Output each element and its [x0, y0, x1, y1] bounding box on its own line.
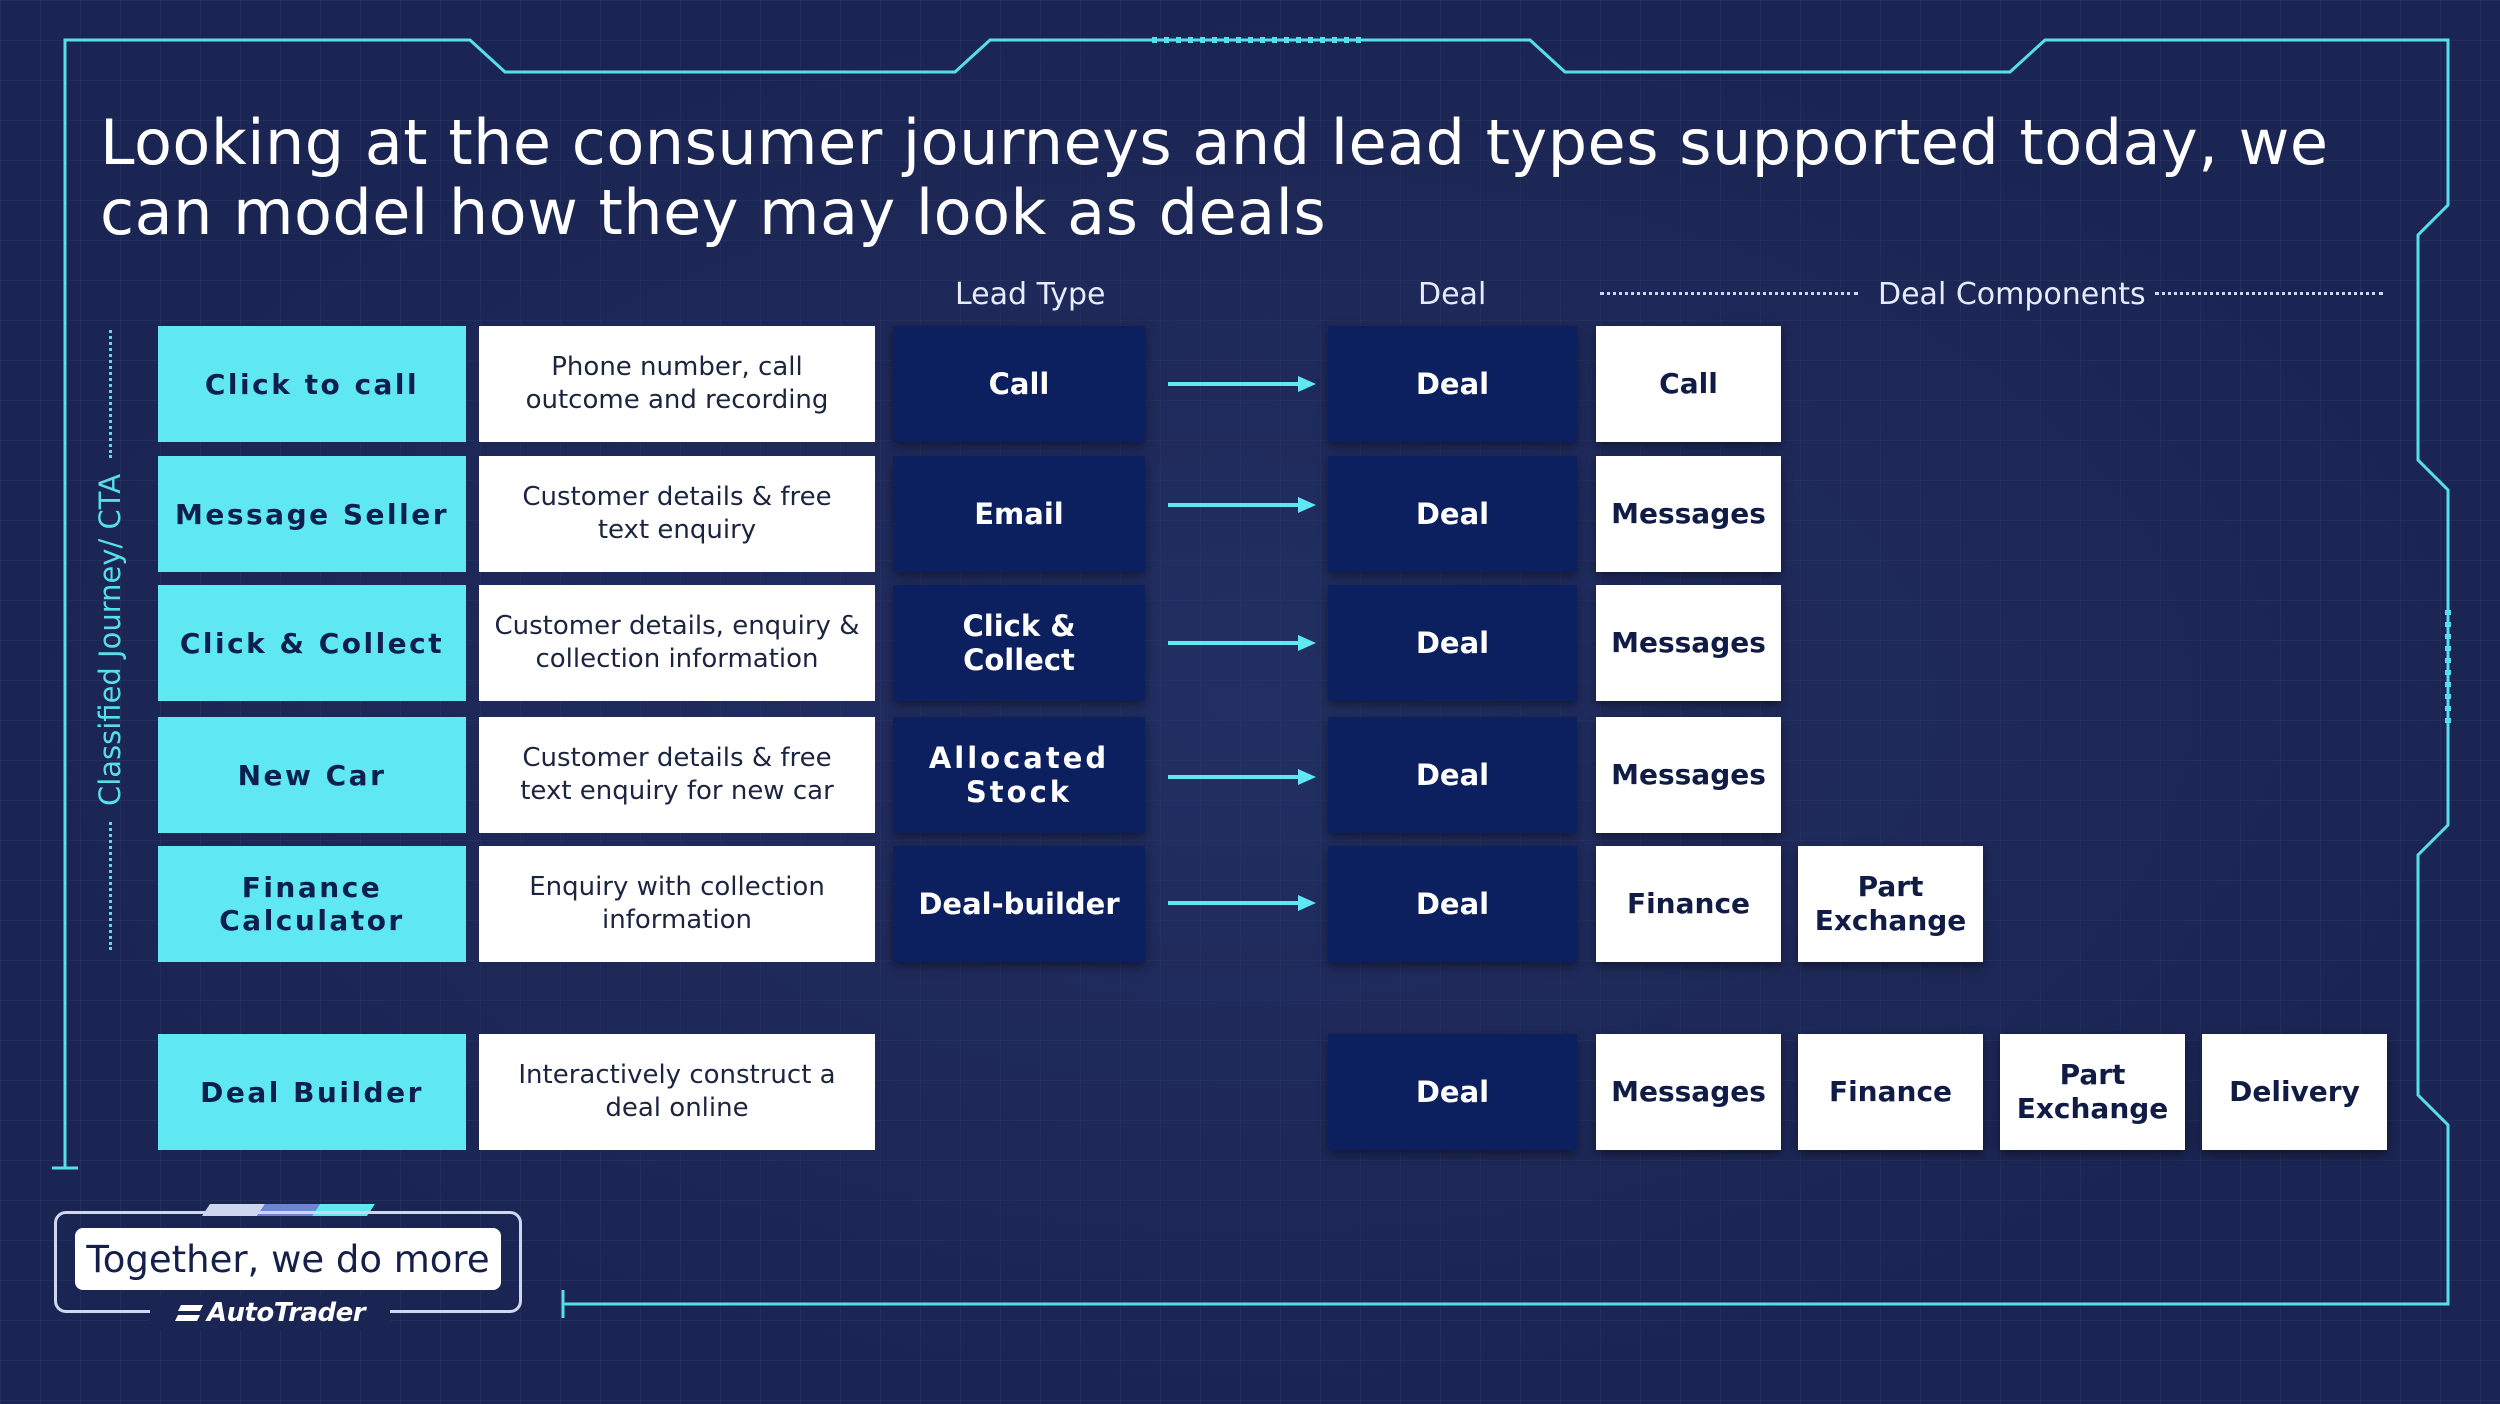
- deal-header: Deal: [1418, 277, 1487, 312]
- cta-new-car: New Car: [158, 717, 466, 833]
- classified-journey-label: Classified Journey/ CTA: [88, 329, 132, 950]
- label-dots: [108, 329, 112, 458]
- arrow-right-icon: [1168, 376, 1316, 392]
- autotrader-mark-icon: [174, 1305, 203, 1321]
- cta-finance-calculator: Finance Calculator: [158, 846, 466, 962]
- header-divider-left: [1600, 292, 1858, 295]
- arrow-right-icon: [1168, 895, 1316, 911]
- component-messages: Messages: [1596, 717, 1781, 833]
- description-deal-builder: Interactively construct a deal online: [479, 1034, 875, 1150]
- deal-components-header: Deal Components: [1878, 277, 2146, 312]
- brand-name: AutoTrader: [206, 1298, 366, 1328]
- component-part-exchange: Part Exchange: [1798, 846, 1983, 962]
- arrow-right-icon: [1168, 769, 1316, 785]
- description-click-and-collect: Customer details, enquiry & collection i…: [479, 585, 875, 701]
- tagline-text: Together, we do more: [75, 1228, 501, 1290]
- component-finance: Finance: [1596, 846, 1781, 962]
- component-call: Call: [1596, 326, 1781, 442]
- lead-type-call: Call: [893, 326, 1145, 442]
- arrow-right-icon: [1168, 635, 1316, 651]
- classified-journey-text: Classified Journey/ CTA: [93, 473, 127, 807]
- description-finance-calculator: Enquiry with collection information: [479, 846, 875, 962]
- arrow-right-icon: [1168, 497, 1316, 513]
- label-dots: [108, 822, 112, 950]
- cta-click-to-call: Click to call: [158, 326, 466, 442]
- description-click-to-call: Phone number, call outcome and recording: [479, 326, 875, 442]
- description-new-car: Customer details & free text enquiry for…: [479, 717, 875, 833]
- deal-box: Deal: [1328, 456, 1577, 572]
- lead-type-email: Email: [893, 456, 1145, 572]
- component-delivery: Delivery: [2202, 1034, 2387, 1150]
- description-message-seller: Customer details & free text enquiry: [479, 456, 875, 572]
- deal-box: Deal: [1328, 585, 1577, 701]
- component-messages: Messages: [1596, 1034, 1781, 1150]
- component-finance: Finance: [1798, 1034, 1983, 1150]
- lead-type-deal-builder: Deal-builder: [893, 846, 1145, 962]
- cta-deal-builder: Deal Builder: [158, 1034, 466, 1150]
- header-divider-right: [2155, 292, 2383, 295]
- cta-click-and-collect: Click & Collect: [158, 585, 466, 701]
- deal-box: Deal: [1328, 326, 1577, 442]
- cta-message-seller: Message Seller: [158, 456, 466, 572]
- page-title: Looking at the consumer journeys and lea…: [100, 106, 2329, 249]
- lead-type-header: Lead Type: [955, 277, 1106, 312]
- lead-type-allocated-stock: Allocated Stock: [893, 717, 1145, 833]
- lead-type-click-and-collect: Click & Collect: [893, 585, 1145, 701]
- autotrader-logo: AutoTrader: [150, 1296, 390, 1330]
- component-messages: Messages: [1596, 456, 1781, 572]
- component-part-exchange: Part Exchange: [2000, 1034, 2185, 1150]
- deal-box: Deal: [1328, 1034, 1577, 1150]
- deal-box: Deal: [1328, 717, 1577, 833]
- deal-box: Deal: [1328, 846, 1577, 962]
- component-messages: Messages: [1596, 585, 1781, 701]
